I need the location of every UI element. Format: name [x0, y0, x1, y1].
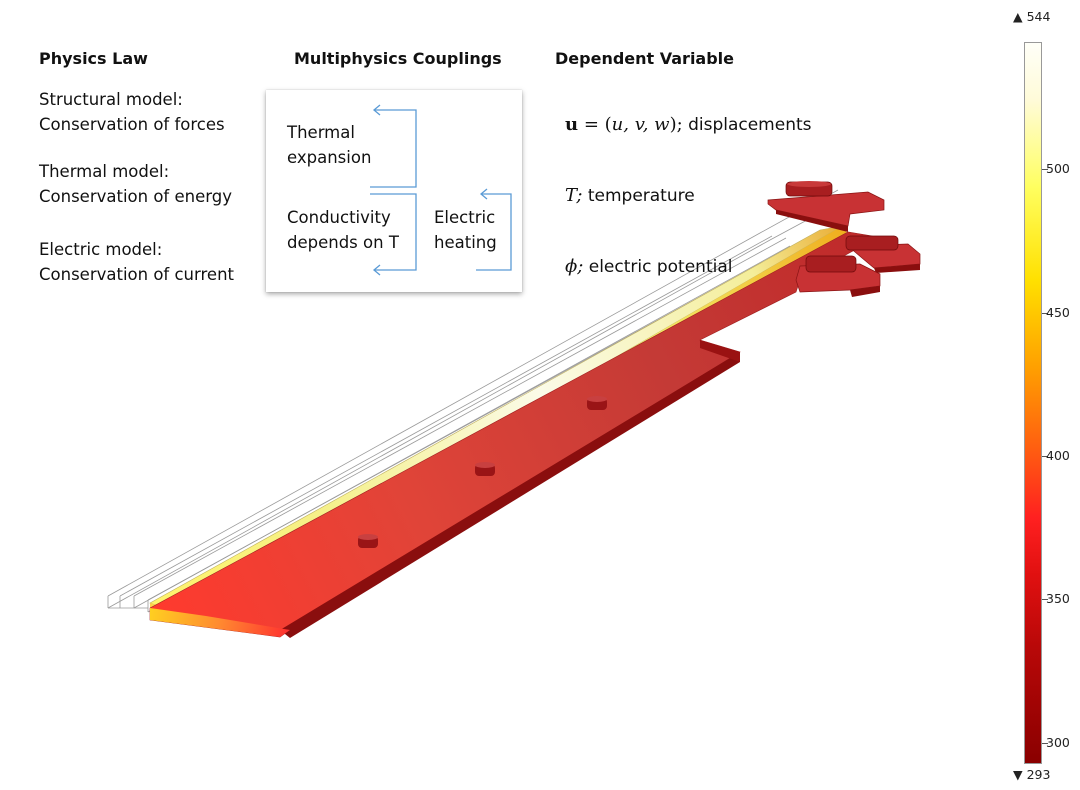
cold-arm	[149, 231, 873, 638]
law-desc: Conservation of current	[39, 265, 235, 284]
phi-symbol: ϕ;	[565, 256, 584, 277]
colorbar-tick-label: 450	[1046, 304, 1070, 320]
electric-law: Electric model: Conservation of current	[39, 237, 234, 287]
electric-heating-label: Electric heating	[434, 208, 497, 252]
colorbar-min-label: ▼ 293	[1013, 767, 1051, 782]
potential-variable: ϕ; electric potential	[565, 256, 733, 277]
thermal-law: Thermal model: Conservation of energy	[39, 159, 232, 209]
colorbar-tick	[1042, 599, 1048, 601]
colorbar-max-label: ▲ 544	[1013, 9, 1051, 24]
law-desc: Conservation of forces	[39, 115, 225, 134]
structural-law: Structural model: Conservation of forces	[39, 87, 225, 137]
couplings-header: Multiphysics Couplings	[294, 49, 502, 68]
support-posts	[358, 396, 607, 548]
colorbar-tick	[1042, 742, 1048, 744]
law-title: Electric model:	[39, 240, 163, 259]
colorbar-tick	[1042, 312, 1048, 314]
colorbar-tick-label: 500	[1046, 161, 1070, 177]
couplings-box	[266, 90, 522, 292]
colorbar-tick	[1042, 169, 1048, 171]
colorbar-tick	[1042, 456, 1048, 458]
temperature-colorbar	[1024, 42, 1042, 764]
colorbar-tick-label: 300	[1046, 734, 1070, 750]
colorbar-tick-label: 400	[1046, 448, 1070, 464]
temperature-variable: T; temperature	[565, 185, 695, 206]
colorbar-tick-label: 350	[1046, 591, 1070, 607]
thermal-expansion-label: Thermal expansion	[287, 123, 372, 167]
law-title: Thermal model:	[39, 162, 170, 181]
u-symbol: u	[565, 114, 579, 135]
physics-law-header: Physics Law	[39, 49, 148, 68]
conductivity-label: Conductivity depends on T	[287, 208, 399, 252]
t-symbol: T;	[565, 185, 583, 206]
displacement-variable: u = (u, v, w); displacements	[565, 114, 812, 135]
law-desc: Conservation of energy	[39, 187, 232, 206]
law-title: Structural model:	[39, 90, 183, 109]
coupling-arrows	[370, 104, 512, 276]
anchor-pads	[767, 181, 921, 297]
thermal-actuator-model	[107, 181, 921, 638]
dependent-variable-header: Dependent Variable	[555, 49, 735, 68]
